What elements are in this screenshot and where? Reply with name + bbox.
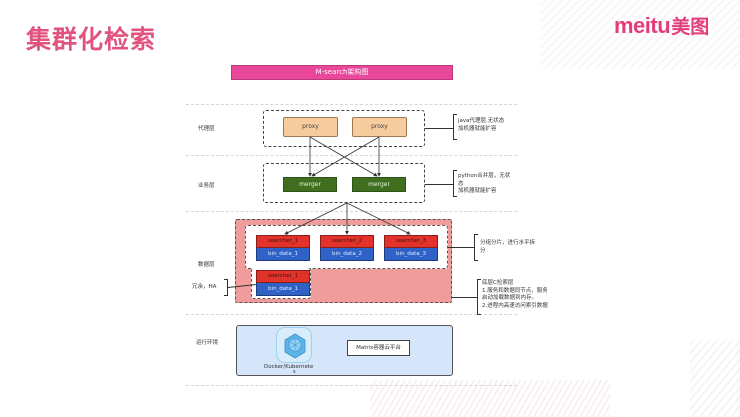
layer-label-business: 业务层	[198, 183, 215, 189]
logo-latin: meitu	[614, 13, 671, 38]
replica-searcher: searcher_1	[256, 270, 310, 283]
matrix-platform-box: Matrix容器云平台	[347, 340, 410, 356]
merger-note: python合并层，无状 态 加机器就能扩容	[458, 173, 511, 194]
replica-searcher-block: searcher_1 bin_data_1	[256, 270, 310, 296]
meitu-logo: meitu 美图	[614, 12, 709, 39]
merger-note-bracket	[453, 170, 457, 197]
layer-separator	[186, 155, 517, 156]
layer-separator	[186, 385, 517, 386]
searcher-block-3: searcher_3 bin_data_3	[384, 235, 438, 261]
proxy-note-bracket	[453, 114, 457, 140]
core-note: 底层C检索层 1.服务和数据同节点，服务 启动加载数据到内存。 2.进程内高速访…	[482, 280, 548, 309]
merger-node-2: merger	[352, 177, 406, 192]
shard-note: 分组分片，进行水平拆 分	[480, 240, 536, 254]
bin-data-2: bin_data_2	[320, 248, 374, 261]
bin-data-3: bin_data_3	[384, 248, 438, 261]
kubernetes-cube-icon	[276, 327, 312, 363]
merger-note-connector	[425, 184, 453, 185]
replica-note: 冗余，HA	[192, 284, 217, 290]
layer-label-proxy: 代理层	[198, 126, 215, 132]
replica-bracket	[224, 279, 228, 296]
background-stripes-bottom-right	[690, 340, 740, 417]
slide-title: 集群化检索	[26, 25, 157, 54]
replica-bin-data: bin_data_1	[256, 283, 310, 296]
proxy-node-1: proxy	[283, 117, 338, 137]
docker-kubernetes-label-wrap: s	[293, 369, 296, 375]
searcher-3: searcher_3	[384, 235, 438, 248]
shard-note-bracket	[474, 234, 478, 261]
diagram-header: M-search架构图	[231, 65, 453, 80]
proxy-node-2: proxy	[352, 117, 407, 137]
layer-separator	[186, 314, 517, 315]
layer-separator	[186, 211, 517, 212]
core-note-connector	[452, 297, 477, 298]
runtime-environment-box	[236, 325, 453, 376]
searcher-block-1: searcher_1 bin_data_1	[256, 235, 310, 261]
merger-node-1: merger	[283, 177, 337, 192]
proxy-note: java代理层,无状态 加机器就能扩容	[458, 118, 505, 132]
layer-label-runtime: 运行环境	[196, 340, 219, 346]
searcher-1: searcher_1	[256, 235, 310, 248]
layer-label-data: 数据层	[198, 262, 215, 268]
shard-note-connector	[448, 247, 474, 248]
docker-kubernetes-label: Docker/Kubernete	[264, 364, 314, 370]
logo-cjk: 美图	[671, 16, 710, 38]
bin-data-1: bin_data_1	[256, 248, 310, 261]
proxy-note-connector	[425, 128, 453, 129]
core-note-bracket	[477, 279, 481, 315]
searcher-block-2: searcher_2 bin_data_2	[320, 235, 374, 261]
layer-separator	[186, 104, 517, 105]
searcher-2: searcher_2	[320, 235, 374, 248]
